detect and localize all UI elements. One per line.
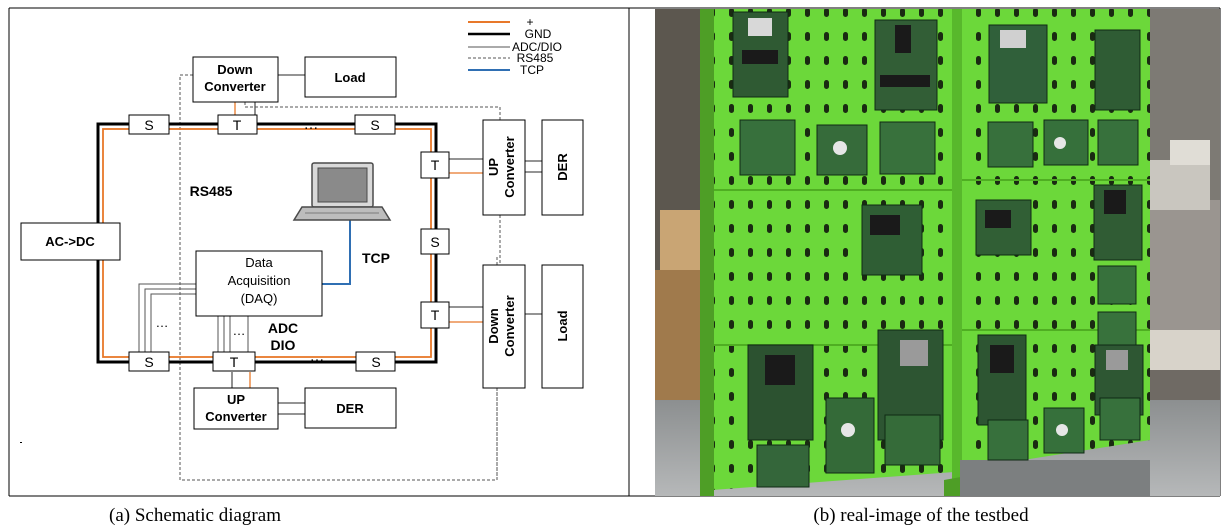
legend-tcp: TCP — [520, 63, 544, 77]
switch-bottom-left-label: S — [144, 354, 153, 370]
laptop-icon — [292, 162, 392, 221]
legend-rs485: RS485 — [517, 51, 554, 65]
switch-top-right-label: S — [370, 117, 379, 133]
up-converter-right-line2: Converter — [502, 136, 517, 197]
der-bottom — [304, 387, 397, 429]
tap-bottom — [212, 351, 256, 372]
board-components — [742, 18, 1128, 437]
switch-top-right — [354, 114, 396, 135]
daq-box — [195, 250, 323, 317]
adc-label: ADC — [268, 320, 298, 336]
down-converter-top-line2: Converter — [204, 79, 265, 94]
daq-line2: Acquisition — [228, 273, 291, 288]
legend: + GND ADC/DIO RS485 TCP — [468, 15, 562, 77]
legend-gnd: GND — [525, 27, 552, 41]
stray-mark — [20, 442, 22, 443]
down-converter-right-line1: Down — [486, 308, 501, 343]
down-converter-right — [482, 264, 526, 389]
up-converter-bottom-line1: UP — [227, 392, 245, 407]
down-converter-top-line1: Down — [217, 62, 252, 77]
tcp-link — [322, 218, 351, 285]
adc-dio-cables — [138, 283, 249, 352]
daq-line1: Data — [245, 255, 273, 270]
tap-right-lower — [420, 301, 450, 329]
dio-label: DIO — [271, 337, 296, 353]
up-converter-bottom-line2: Converter — [205, 409, 266, 424]
ac-dc-converter — [20, 222, 121, 261]
switch-bottom-right-label: S — [371, 354, 380, 370]
up-converter-right — [482, 119, 526, 216]
ellipsis-daq-left: … — [156, 315, 169, 330]
tap-top-label: T — [233, 117, 242, 133]
load-right-label: Load — [555, 310, 570, 341]
tap-top — [217, 114, 258, 135]
switch-bottom-right — [355, 351, 396, 372]
legend-plus: + — [526, 15, 533, 29]
schematic-diagram: + GND ADC/DIO RS485 TCP — [20, 15, 584, 481]
connector-stubs — [231, 74, 542, 415]
ellipsis-top: … — [304, 116, 319, 133]
down-converter-top — [192, 56, 279, 103]
load-top — [304, 56, 397, 98]
daq-line3: (DAQ) — [241, 291, 278, 306]
tap-right-upper — [420, 151, 450, 179]
switch-top-left — [128, 114, 170, 135]
switch-right-label: S — [430, 234, 439, 250]
testbed-photo — [655, 9, 1220, 496]
load-right — [541, 264, 584, 389]
down-converter-right-line2: Converter — [502, 295, 517, 356]
tap-right-lower-label: T — [431, 307, 440, 323]
ellipsis-bottom: … — [310, 348, 325, 365]
tcp-label: TCP — [362, 250, 390, 266]
tap-right-upper-label: T — [431, 157, 440, 173]
caption-right: (b) real-image of the testbed — [813, 505, 1029, 526]
der-right — [541, 119, 584, 216]
circuit-boards — [732, 11, 1144, 488]
switch-bottom-left — [128, 351, 170, 372]
rs485-label: RS485 — [190, 183, 233, 199]
caption-left: (a) Schematic diagram — [109, 505, 281, 526]
der-right-label: DER — [555, 153, 570, 181]
tap-bottom-label: T — [230, 354, 239, 370]
ellipsis-daq-bottom: … — [233, 323, 246, 338]
der-bottom-label: DER — [336, 401, 364, 416]
up-converter-right-line1: UP — [486, 158, 501, 176]
switch-top-left-label: S — [144, 117, 153, 133]
up-converter-bottom — [193, 387, 279, 430]
load-top-label: Load — [334, 70, 365, 85]
ac-dc-label: AC->DC — [45, 234, 95, 249]
legend-adc-dio: ADC/DIO — [512, 40, 562, 54]
switch-right — [420, 228, 450, 255]
